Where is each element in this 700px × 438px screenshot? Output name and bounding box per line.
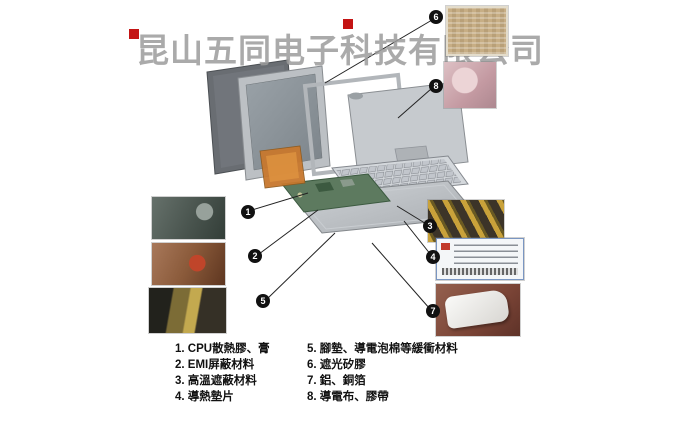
legend-item-3: 3. 高溫遮蔽材料 <box>175 375 257 387</box>
callout-3: 3 <box>423 219 437 233</box>
callout-1: 1 <box>241 205 255 219</box>
legend-item-1: 1. CPU散熱膠、膏 <box>175 343 270 355</box>
leader-lines <box>251 19 433 310</box>
legend-item-6: 6. 遮光矽膠 <box>307 359 366 371</box>
callout-6: 6 <box>429 10 443 24</box>
label-barcode <box>442 268 518 275</box>
legend-right-column: 5. 腳墊、導電泡棉等緩衝材料 6. 遮光矽膠 7. 鋁、銅箔 8. 導電布、膠… <box>307 341 458 405</box>
flex-cable <box>259 145 306 189</box>
photo-conductive-cloth <box>444 62 496 108</box>
motherboard <box>281 173 391 213</box>
watermark-logo-icon <box>129 29 139 39</box>
photo-emi-shielding-material <box>152 243 225 285</box>
photo-cushion-material <box>149 288 226 333</box>
legend-item-5: 5. 腳墊、導電泡棉等緩衝材料 <box>307 343 458 355</box>
legend-item-8: 8. 導電布、膠帶 <box>307 391 389 403</box>
photo-thermal-pad-label <box>436 238 524 280</box>
callout-7: 7 <box>426 304 440 318</box>
palmrest-top-cover <box>347 81 469 176</box>
callout-8: 8 <box>429 79 443 93</box>
watermark-logo-icon <box>343 19 353 29</box>
photo-cpu-thermal-material <box>152 197 225 239</box>
callout-4: 4 <box>426 250 440 264</box>
label-text-lines <box>454 244 518 264</box>
label-red-mark <box>441 243 450 250</box>
foil-sheet <box>444 288 510 330</box>
photo-light-shield-silicone <box>446 6 508 56</box>
photo-aluminum-copper-foil <box>436 284 520 336</box>
legend-item-2: 2. EMI屏蔽材料 <box>175 359 255 371</box>
callout-5: 5 <box>256 294 270 308</box>
callout-2: 2 <box>248 249 262 263</box>
legend-left-column: 1. CPU散熱膠、膏 2. EMI屏蔽材料 3. 高溫遮蔽材料 4. 導熱墊片 <box>175 341 270 405</box>
legend-item-4: 4. 導熱墊片 <box>175 391 234 403</box>
photo-high-temp-masking <box>428 200 504 242</box>
legend-item-7: 7. 鋁、銅箔 <box>307 375 366 387</box>
